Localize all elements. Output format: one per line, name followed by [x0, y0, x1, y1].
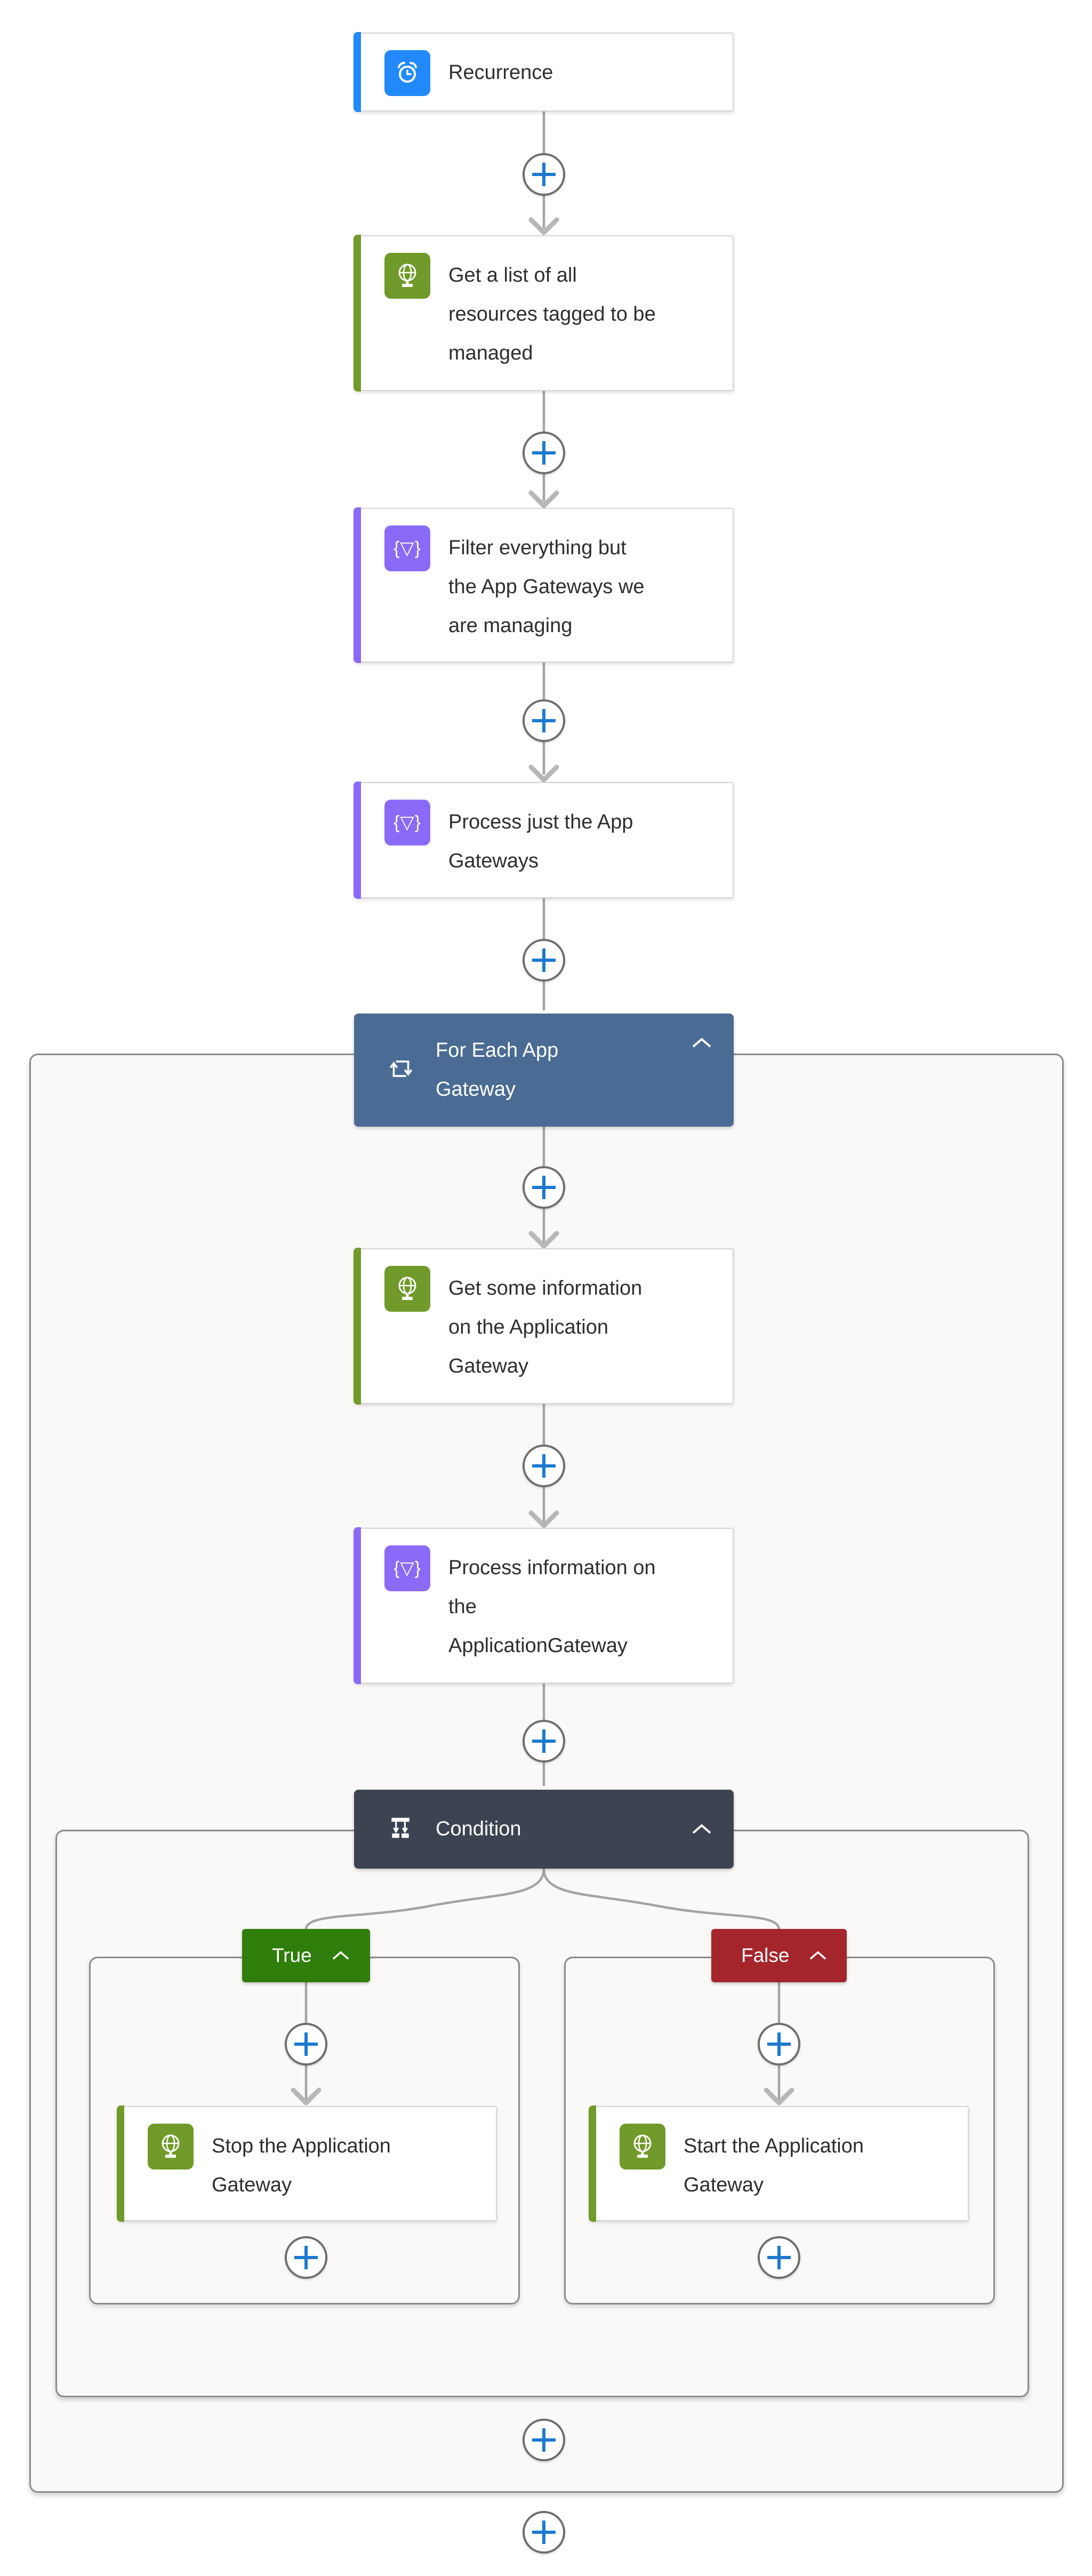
recurrence-alarm-clock-icon [384, 50, 430, 96]
plus-icon [532, 948, 556, 972]
insert-step-button-5[interactable] [523, 1166, 565, 1209]
plus-icon [532, 1454, 556, 1478]
plus-icon [767, 2246, 791, 2269]
plus-icon [532, 709, 556, 732]
stop-gateway-label: Stop the Application Gateway [212, 2135, 391, 2196]
recurrence-trigger-card[interactable]: Recurrence [354, 32, 734, 112]
true-branch-append-button[interactable] [285, 2236, 327, 2279]
false-branch-badge[interactable]: False [711, 1929, 847, 1982]
insert-step-button-4[interactable] [523, 939, 565, 982]
insert-step-button-1[interactable] [523, 153, 565, 196]
http-accent-bar [354, 235, 361, 392]
chevron-up-icon [692, 1824, 711, 1834]
condition-branch-icon [388, 1816, 413, 1843]
chevron-up-icon[interactable] [809, 1951, 826, 1960]
start-gateway-action-card[interactable]: Start the Application Gateway [589, 2106, 969, 2222]
insert-after-condition-button[interactable] [523, 2419, 565, 2461]
true-branch-badge[interactable]: True [242, 1929, 370, 1982]
plus-icon [532, 441, 556, 465]
true-branch-label: True [272, 1944, 312, 1966]
data-operations-filter-icon: {▽} [384, 525, 430, 571]
false-branch-label: False [741, 1944, 790, 1966]
insert-step-button-6[interactable] [523, 1445, 565, 1487]
foreach-label: For Each App Gateway [436, 1039, 559, 1100]
recurrence-label: Recurrence [448, 61, 553, 84]
http-accent-bar [117, 2106, 124, 2222]
data-ops-accent-bar [354, 1527, 361, 1684]
start-gateway-label: Start the Application Gateway [684, 2135, 864, 2196]
data-ops-accent-bar [354, 781, 361, 899]
insert-after-foreach-button[interactable] [523, 2511, 565, 2554]
foreach-collapse-button[interactable] [692, 1038, 711, 1049]
process-info-action-card[interactable]: {▽} Process information on the Applicati… [354, 1527, 734, 1684]
condition-collapse-button[interactable] [692, 1824, 711, 1836]
data-operations-filter-icon: {▽} [384, 800, 430, 846]
recurrence-accent-bar [354, 32, 361, 112]
false-branch-append-button[interactable] [758, 2236, 800, 2279]
http-globe-icon [384, 1266, 430, 1312]
insert-step-button-3[interactable] [523, 699, 565, 742]
process-just-action-card[interactable]: {▽} Process just the App Gateways [354, 781, 734, 899]
process-info-label: Process information on the ApplicationGa… [448, 1557, 656, 1657]
foreach-scope-header[interactable]: For Each App Gateway [354, 1014, 734, 1127]
http-accent-bar [589, 2106, 596, 2222]
get-list-action-card[interactable]: Get a list of all resources tagged to be… [354, 235, 734, 392]
http-globe-icon [384, 253, 430, 299]
get-info-label: Get some information on the Application … [448, 1277, 643, 1377]
plus-icon [532, 1176, 556, 1199]
plus-icon [532, 2521, 556, 2544]
data-ops-accent-bar [354, 507, 361, 663]
filter-label: Filter everything but the App Gateways w… [448, 537, 645, 637]
get-list-label: Get a list of all resources tagged to be… [448, 264, 656, 364]
plus-icon [294, 2032, 318, 2056]
http-accent-bar [354, 1248, 361, 1405]
plus-icon [532, 2428, 556, 2452]
plus-icon [532, 163, 556, 186]
false-branch-insert-button[interactable] [758, 2023, 800, 2065]
get-info-action-card[interactable]: Get some information on the Application … [354, 1248, 734, 1405]
filter-action-card[interactable]: {▽} Filter everything but the App Gatewa… [354, 507, 734, 663]
data-operations-filter-icon: {▽} [384, 1545, 430, 1591]
process-just-label: Process just the App Gateways [448, 811, 633, 872]
chevron-up-icon[interactable] [332, 1951, 349, 1960]
insert-step-button-2[interactable] [523, 432, 565, 474]
condition-label: Condition [436, 1817, 521, 1840]
plus-icon [294, 2246, 318, 2269]
foreach-loop-icon [388, 1056, 414, 1084]
http-globe-icon [620, 2124, 665, 2170]
true-branch-insert-button[interactable] [285, 2023, 327, 2065]
condition-scope-header[interactable]: Condition [354, 1790, 734, 1869]
plus-icon [767, 2032, 791, 2056]
stop-gateway-action-card[interactable]: Stop the Application Gateway [117, 2106, 497, 2222]
http-globe-icon [148, 2124, 194, 2170]
plus-icon [532, 1729, 556, 1753]
chevron-up-icon [692, 1038, 711, 1048]
insert-step-button-7[interactable] [523, 1720, 565, 1762]
